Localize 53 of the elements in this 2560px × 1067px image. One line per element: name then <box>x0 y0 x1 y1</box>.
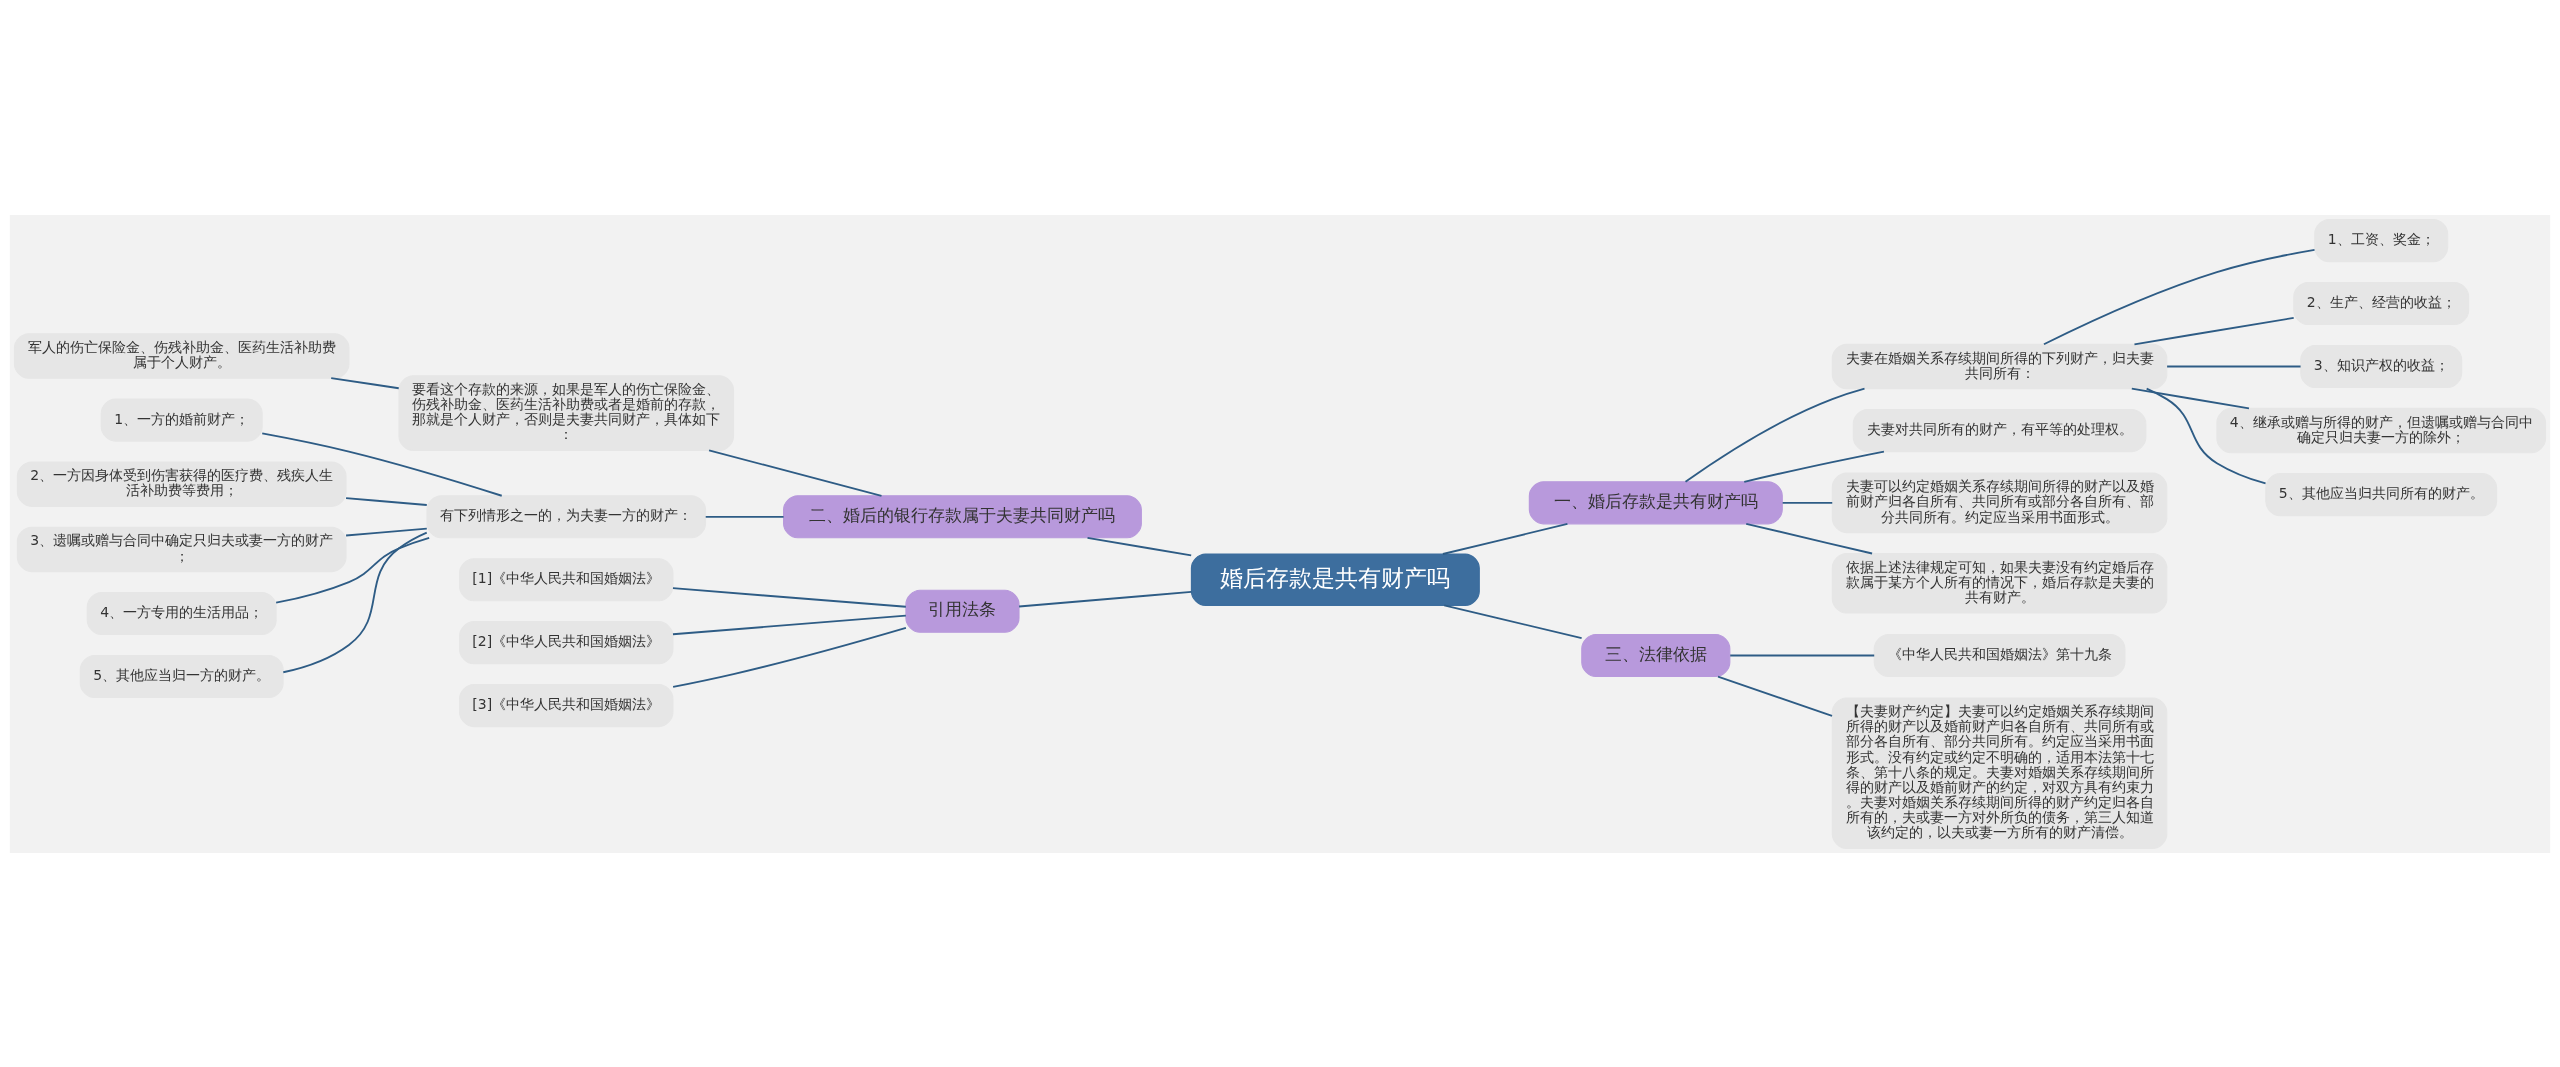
node-box: 4、一方专用的生活用品； <box>86 591 277 635</box>
node-box: 依据上述法律规定可知，如果夫妻没有约定婚后存款属于某方个人所有的情况下，婚后存款是夫妻的共有财产。 <box>1831 552 2168 614</box>
node-box: 5、其他应当归共同所有的财产。 <box>2265 472 2498 516</box>
node-box: 1、一方的婚前财产； <box>100 398 263 442</box>
node-box: 夫妻对共同所有的财产，有平等的处理权。 <box>1852 408 2147 452</box>
connector <box>708 448 883 497</box>
connector <box>672 626 907 688</box>
connector <box>1781 501 1834 504</box>
connector <box>345 527 428 536</box>
connector <box>330 376 400 389</box>
node-box: 2、一方因身体受到伤害获得的医疗费、残疾人生活补助费等费用； <box>16 460 347 507</box>
connector <box>672 586 907 608</box>
node-box: 要看这个存款的来源，如果是军人的伤亡保险金、伤残补助金、医药生活补助费或者是婚前的存款，那就是个人财产，否则是夫妻共同财产，具体如下： <box>398 374 735 451</box>
node-box: [3]《中华人民共和国婚姻法》 <box>459 683 674 727</box>
node-box: 1、工资、奖金； <box>2314 218 2449 262</box>
connector <box>345 496 428 506</box>
node-box: 三、法律依据 <box>1581 633 1731 677</box>
node-box: 军人的伤亡保险金、伤残补助金、医药生活补助费属于个人财产。 <box>13 332 350 379</box>
node-box: 婚后存款是共有财产吗 <box>1190 553 1480 606</box>
connector <box>1717 675 1833 717</box>
connector <box>2130 387 2250 409</box>
node-box: 《中华人民共和国婚姻法》第十九条 <box>1873 633 2126 677</box>
node-box: 4、继承或赠与所得的财产，但遗嘱或赠与合同中确定只归夫妻一方的除外； <box>2216 407 2547 453</box>
node-box: [1]《中华人民共和国婚姻法》 <box>459 557 674 601</box>
connector <box>2145 387 2267 484</box>
connector <box>2133 316 2295 345</box>
connector <box>1441 522 1569 555</box>
node-box: 有下列情形之一的，为夫妻一方的财产： <box>426 494 707 538</box>
connector <box>275 536 431 604</box>
node-box: 二、婚后的银行存款属于夫妻共同财产吗 <box>783 494 1142 538</box>
node-box: 夫妻可以约定婚姻关系存续期间所得的财产以及婚前财产归各自所有、共同所有或部分各自所有、部分共同所有。约定应当采用书面形式。 <box>1831 472 2168 533</box>
node-box: 【夫妻财产约定】夫妻可以约定婚姻关系存续期间所得的财产以及婚前财产归各自所有、共同所有或部分各自所有、部分共同所有。约定应当采用书面形式。没有约定或约定不明确的，适用本法第十七条、第十八条的规定。夫妻对婚姻关系存续期间所得的财产以及婚前财产的约定，对双方具有约束力。夫妻对婚姻关系存续期间所得的财产约定归各自所有的，夫或妻一方对外所负的债务，第三人知道该约定的，以夫或妻一方所有的财产清偿。 <box>1831 696 2168 849</box>
node-box: 3、遗嘱或赠与合同中确定只归夫或妻一方的财产； <box>16 526 347 572</box>
connector <box>282 531 428 673</box>
node-box: 3、知识产权的收益； <box>2300 344 2463 388</box>
connector <box>1086 536 1193 556</box>
connector <box>1443 603 1583 639</box>
connector <box>2043 248 2316 345</box>
node-box: 5、其他应当归一方的财产。 <box>79 654 284 698</box>
connector <box>1018 590 1193 607</box>
connector <box>1684 387 1866 483</box>
connector <box>1729 654 1876 656</box>
node-box: 夫妻在婚姻关系存续期间所得的下列财产，归夫妻共同所有： <box>1831 343 2168 389</box>
connector <box>2166 365 2302 367</box>
connector <box>704 515 785 518</box>
node-box: [2]《中华人民共和国婚姻法》 <box>459 620 674 664</box>
connector <box>1745 522 1874 554</box>
node-box: 一、婚后存款是共有财产吗 <box>1528 480 1783 524</box>
connector <box>261 431 503 497</box>
node-box: 2、生产、经营的收益； <box>2293 281 2470 325</box>
node-box: 引用法条 <box>905 589 1020 633</box>
connector <box>1743 450 1885 483</box>
connector <box>672 614 907 635</box>
